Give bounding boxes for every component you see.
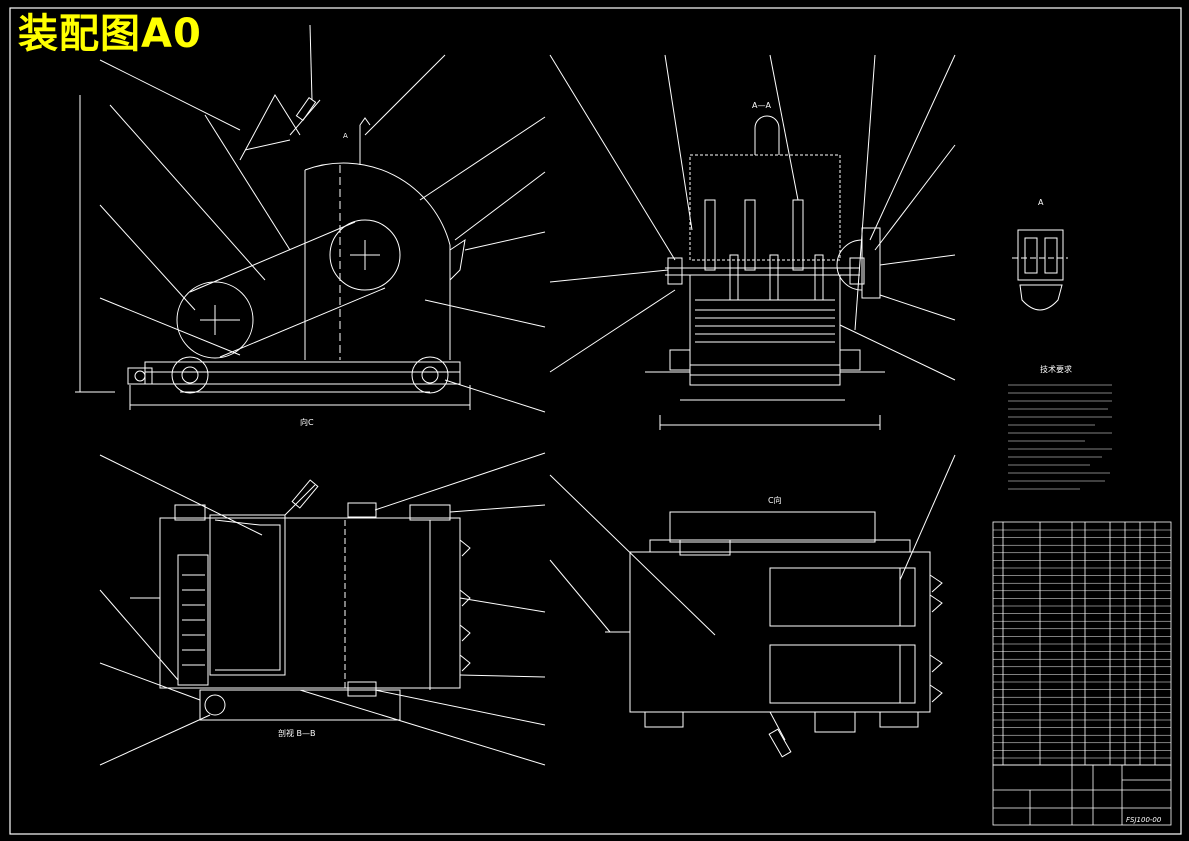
- section-b-b-view: [99, 452, 546, 766]
- view-c-label: 向C: [300, 417, 314, 427]
- section-b-b-label: 剖视 B—B: [278, 728, 316, 738]
- detail-a-label: A: [1038, 198, 1044, 207]
- drawing-title: 装配图A0: [18, 11, 202, 57]
- view-c-title: C向: [768, 495, 782, 505]
- side-view: [75, 24, 546, 413]
- section-mark-label: A: [343, 132, 348, 140]
- parts-list-table: [992, 521, 1172, 766]
- tech-requirements-title: 技术要求: [1040, 364, 1072, 374]
- detail-a-view: [1012, 229, 1068, 311]
- title-block: [992, 764, 1172, 826]
- section-a-a-view: [549, 54, 956, 430]
- sheet-border: [9, 7, 1182, 835]
- view-c: [549, 454, 956, 758]
- section-a-a-label: A—A: [752, 101, 771, 110]
- tech-requirements-block: 技术要求: [1008, 364, 1112, 490]
- drawing-number: FSJ100-00: [1126, 816, 1162, 824]
- parts-list-rows: [993, 529, 1171, 759]
